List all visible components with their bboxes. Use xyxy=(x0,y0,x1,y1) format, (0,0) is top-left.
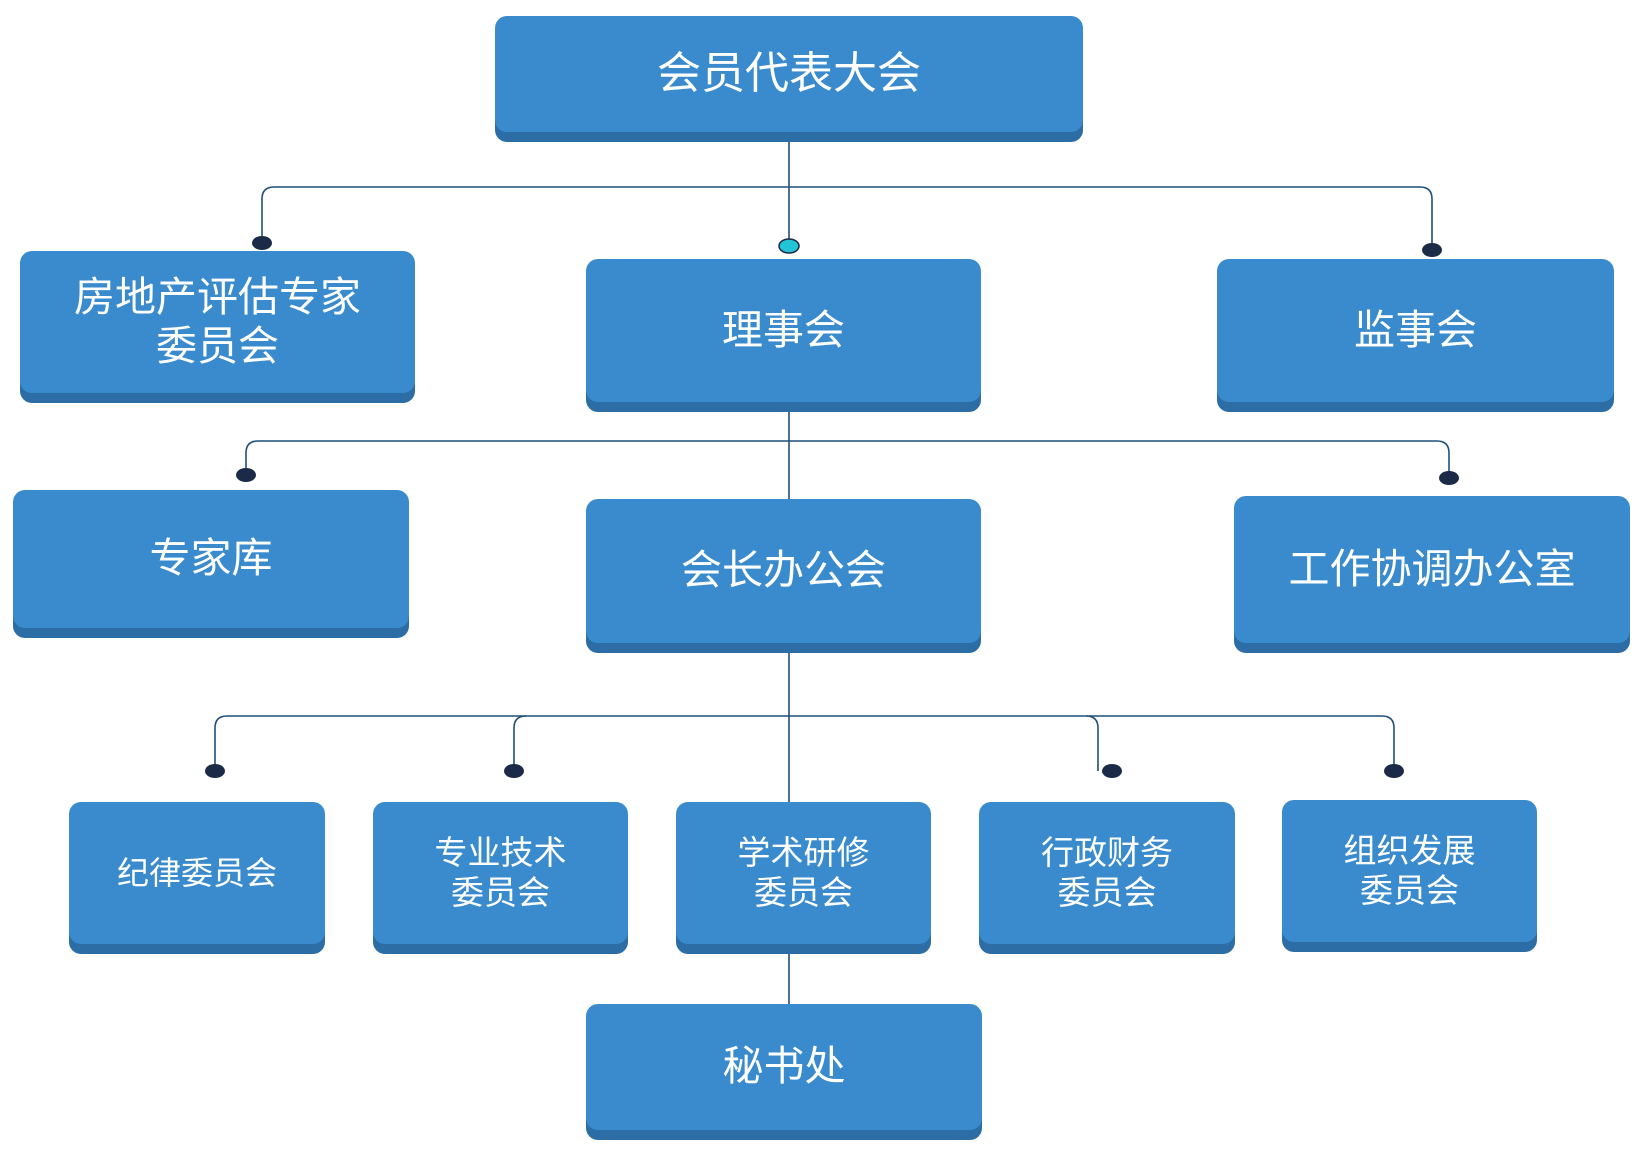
node-president-office[interactable]: 会长办公会 xyxy=(586,499,981,643)
node-label: 学术研修 委员会 xyxy=(737,833,870,912)
node-council[interactable]: 理事会 xyxy=(586,259,981,402)
node-label: 理事会 xyxy=(722,305,845,354)
node-expert-pool[interactable]: 专家库 xyxy=(13,490,409,628)
node-supervisory-board[interactable]: 监事会 xyxy=(1217,259,1614,402)
connector-dot xyxy=(1102,764,1122,778)
connector-dot xyxy=(1422,243,1442,257)
branch-level-1 xyxy=(261,186,1433,250)
node-label: 监事会 xyxy=(1354,305,1477,354)
connector-dot xyxy=(778,238,800,254)
node-label: 秘书处 xyxy=(722,1042,846,1091)
node-label: 行政财务 委员会 xyxy=(1041,833,1173,912)
connector-dot xyxy=(1439,471,1459,485)
connector-dot xyxy=(205,764,225,778)
branch-finance xyxy=(1085,715,1099,771)
connector-dot xyxy=(252,236,272,250)
node-academic-committee[interactable]: 学术研修 委员会 xyxy=(676,802,931,944)
node-label: 专家库 xyxy=(149,534,273,583)
branch-tech xyxy=(513,715,527,771)
node-general-assembly[interactable]: 会员代表大会 xyxy=(495,16,1083,132)
node-finance-committee[interactable]: 行政财务 委员会 xyxy=(979,802,1235,944)
node-label: 组织发展 委员会 xyxy=(1343,831,1476,910)
node-label: 房地产评估专家 委员会 xyxy=(74,272,361,370)
node-real-estate-committee[interactable]: 房地产评估专家 委员会 xyxy=(20,251,415,393)
node-label: 工作协调办公室 xyxy=(1288,544,1576,593)
node-label: 专业技术 委员会 xyxy=(434,833,567,912)
node-coordination-office[interactable]: 工作协调办公室 xyxy=(1234,496,1630,643)
node-label: 会长办公会 xyxy=(681,546,886,595)
branch-level-3 xyxy=(214,715,1395,771)
node-development-committee[interactable]: 组织发展 委员会 xyxy=(1282,800,1537,942)
node-label: 纪律委员会 xyxy=(116,853,277,892)
connector-dot xyxy=(236,468,256,482)
connector-dot xyxy=(1384,764,1404,778)
node-label: 会员代表大会 xyxy=(657,47,921,99)
branch-level-2 xyxy=(245,440,1450,478)
node-tech-committee[interactable]: 专业技术 委员会 xyxy=(373,802,628,944)
node-discipline-committee[interactable]: 纪律委员会 xyxy=(69,802,325,944)
connector-dot xyxy=(504,764,524,778)
node-secretariat[interactable]: 秘书处 xyxy=(586,1004,982,1130)
